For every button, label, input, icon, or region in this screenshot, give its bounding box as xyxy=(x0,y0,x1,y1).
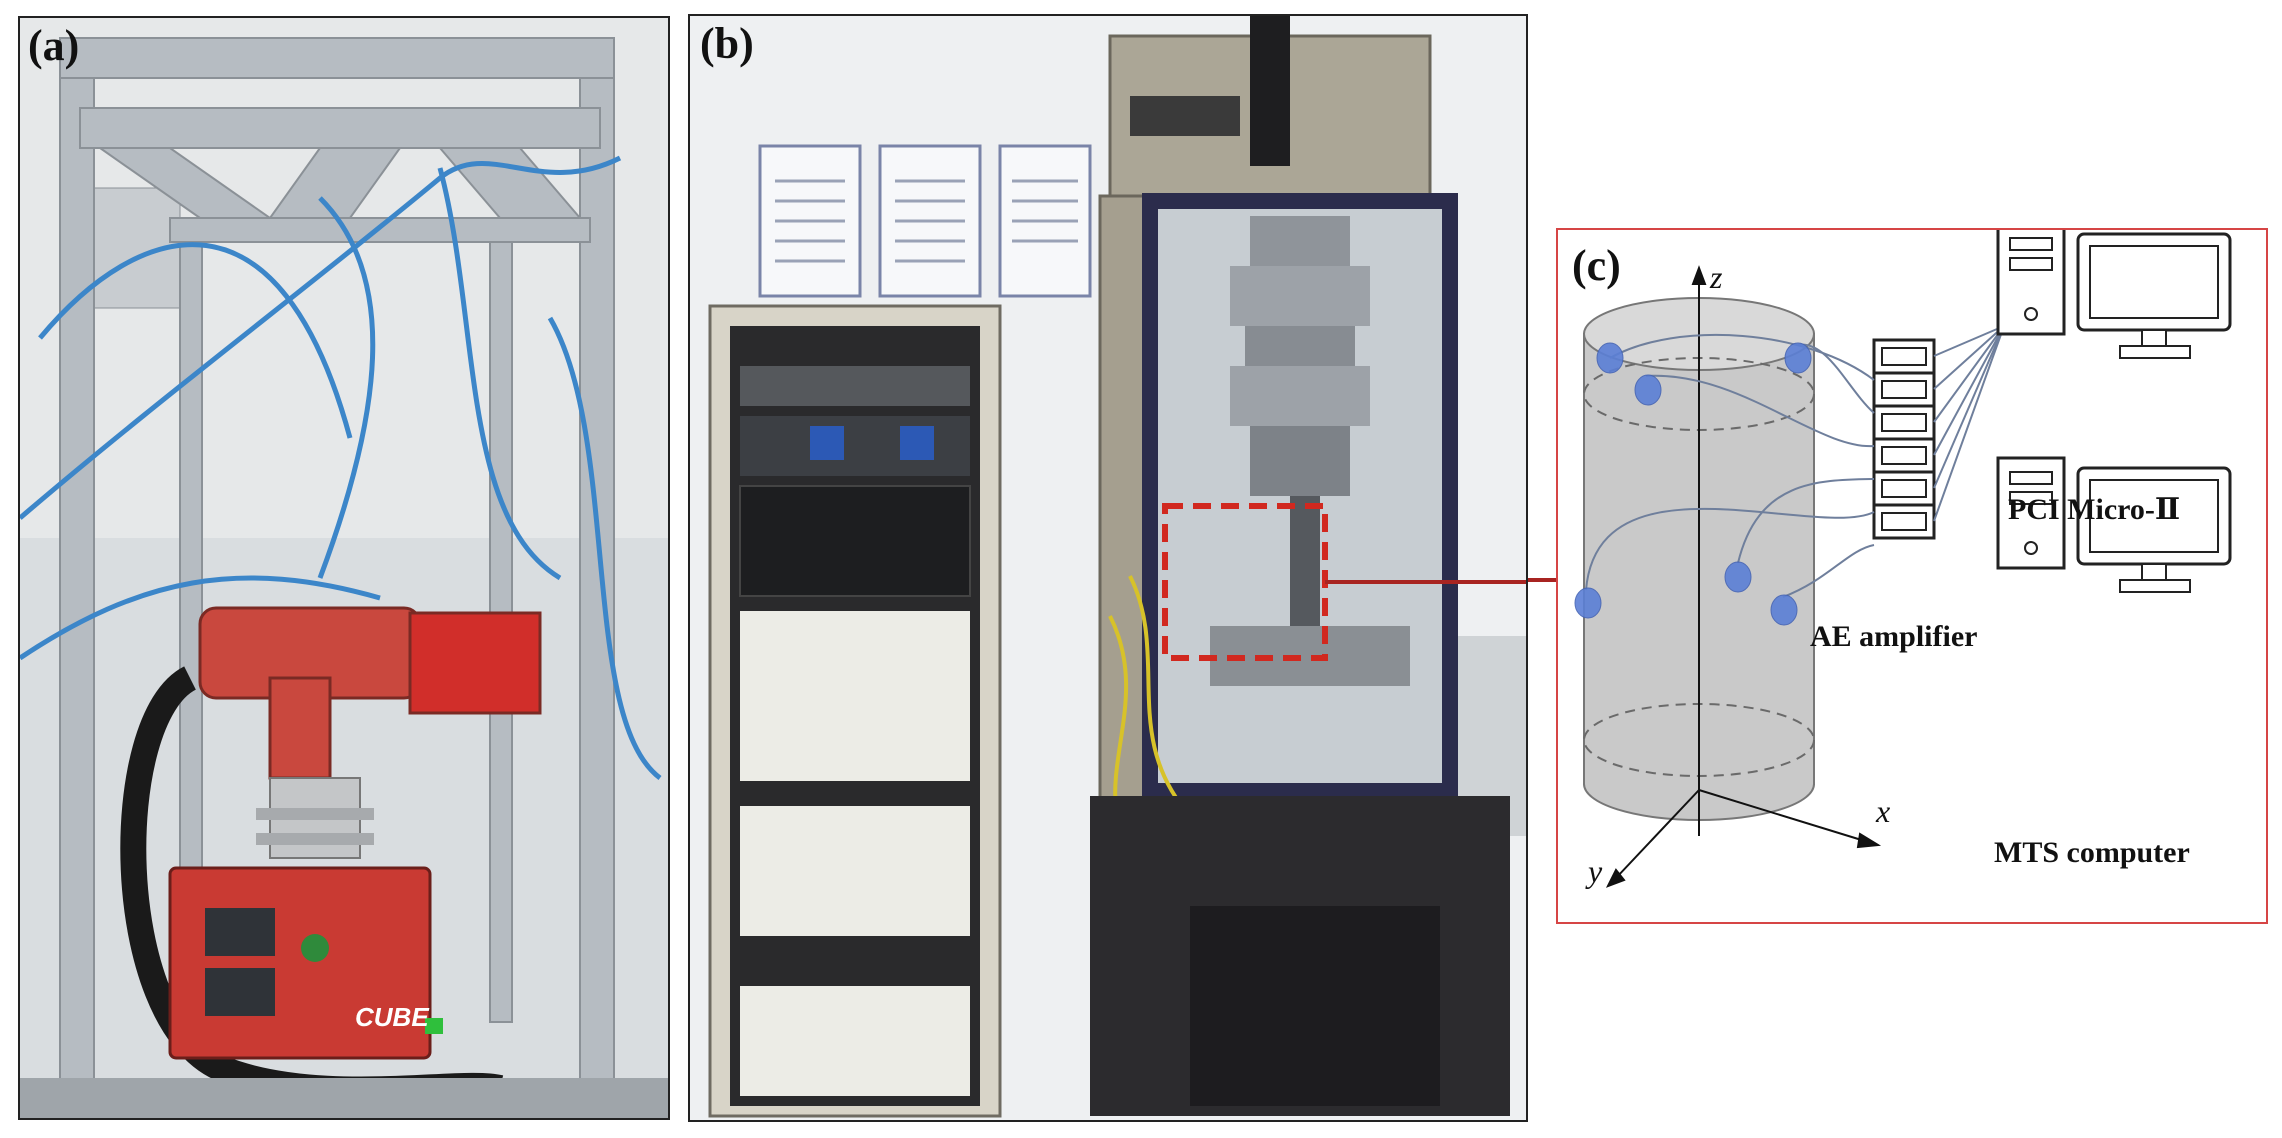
z-axis-label: z xyxy=(1709,259,1723,295)
device-badge: CUBE xyxy=(355,1002,429,1032)
panel-c-schematic: z x y xyxy=(1574,230,2232,889)
panel-b-illustration xyxy=(690,16,1526,1120)
panel-c-diagram: z x y xyxy=(1556,228,2268,924)
panel-c-label: (c) xyxy=(1572,241,1621,290)
aluminium-frame xyxy=(59,37,615,1099)
sensor-6 xyxy=(1770,594,1798,626)
sensor-4 xyxy=(1724,561,1752,593)
amplifier-stack xyxy=(1872,338,1936,540)
panel-b-photo: (b) xyxy=(688,14,1528,1122)
panel-b-label: (b) xyxy=(700,19,754,68)
sensor-2 xyxy=(1784,342,1812,374)
computer-bottom xyxy=(1996,456,2232,593)
computer-top xyxy=(1996,230,2232,359)
ae-sensors xyxy=(1574,342,1812,626)
y-axis-label: y xyxy=(1585,853,1603,889)
connector-line xyxy=(1528,578,1558,582)
sensor-5 xyxy=(1574,587,1602,619)
panel-a-illustration: CUBE xyxy=(20,18,668,1118)
panel-a-label: (a) xyxy=(28,21,80,70)
panel-a-photo: CUBE (a) xyxy=(18,16,670,1120)
sensor-1 xyxy=(1596,342,1624,374)
x-axis-label: x xyxy=(1875,793,1890,829)
blue-tubes xyxy=(20,155,662,780)
sensor-3 xyxy=(1634,374,1662,406)
coordinate-axes xyxy=(1605,265,1882,888)
sensor-wires xyxy=(1585,333,1875,598)
